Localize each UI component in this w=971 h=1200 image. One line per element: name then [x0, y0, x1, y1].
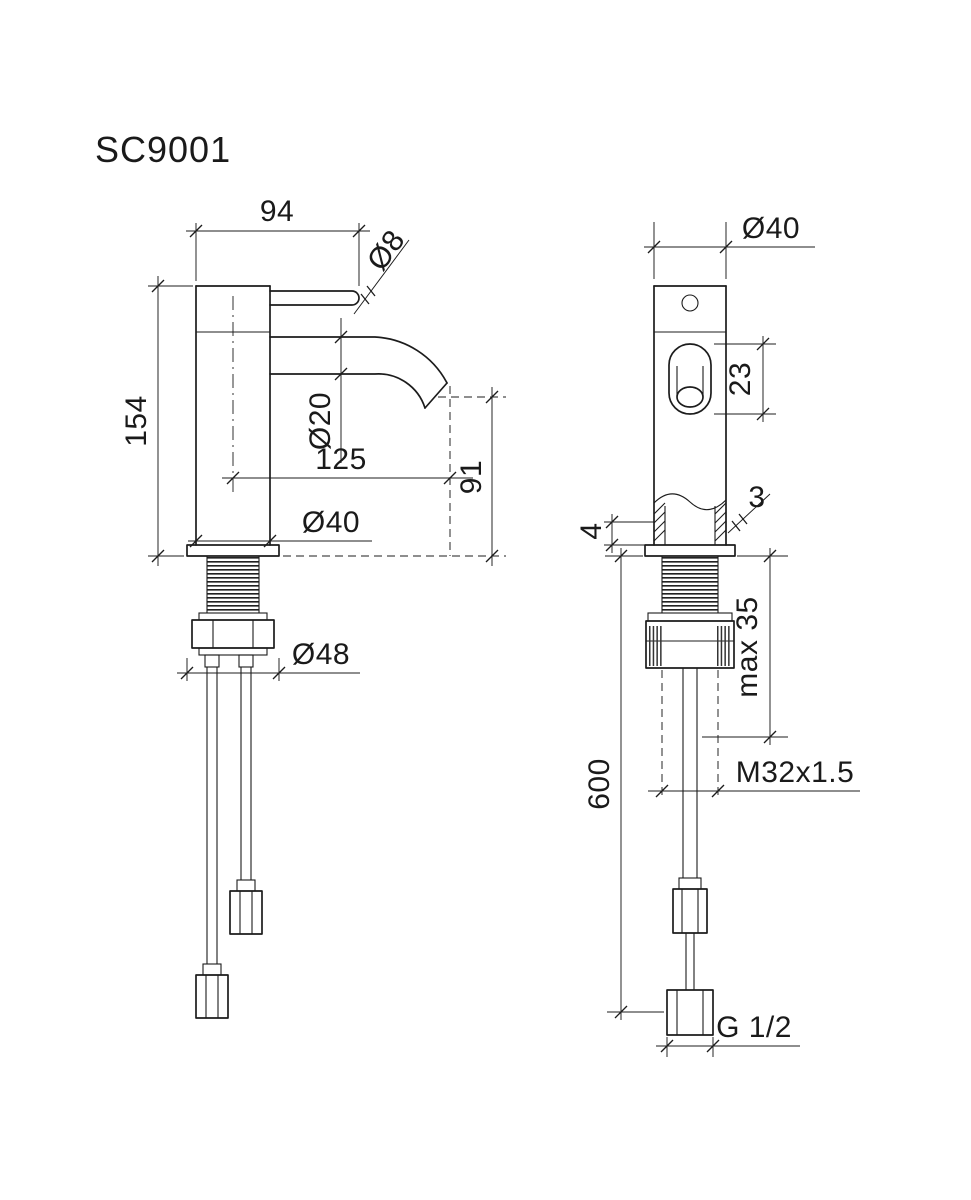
lever-pivot-hole [681, 294, 699, 312]
projection-lines [232, 296, 506, 557]
dim-91-label: 91 [455, 460, 488, 494]
dim-125-label: 125 [315, 443, 367, 476]
dim-lever-diameter: Ø8 [353, 224, 412, 315]
dim-m32-label: M32x1.5 [736, 756, 855, 789]
dim-4-label: 4 [575, 522, 608, 539]
dim-base-diameter: Ø48 [177, 638, 360, 681]
dim-body-height: 154 [120, 276, 193, 566]
dim-48-label: Ø48 [292, 638, 350, 671]
dim-spout-reach: 94 [186, 195, 370, 286]
dim-20-label: Ø20 [304, 392, 337, 450]
faucet-body-side [653, 285, 727, 546]
dim-spout-projection: 125 [222, 443, 473, 485]
dim-hose-connection: G 1/2 [656, 1011, 800, 1057]
dim-40-left-label: Ø40 [302, 506, 360, 539]
projection-lines-side [661, 670, 719, 797]
dim-23-label: 23 [724, 362, 757, 396]
dim-shank-thread: M32x1.5 [648, 756, 860, 798]
section-break [653, 493, 727, 545]
dim-body-diameter: Ø40 [188, 506, 372, 548]
lever-handle [269, 290, 360, 306]
dim-outlet-length: 23 [714, 336, 776, 422]
spout-outlet-front [668, 343, 712, 415]
dim-spout-tube-diameter: Ø20 [304, 318, 348, 463]
dim-154-label: 154 [120, 395, 153, 447]
dim-40-right-label: Ø40 [742, 212, 800, 245]
mounting-hardware [186, 544, 280, 668]
dim-3-label: 3 [748, 481, 765, 514]
supply-hoses [195, 667, 263, 1019]
drawing-title: SC9001 [95, 129, 231, 170]
dim-600-label: 600 [583, 758, 616, 810]
spout [269, 336, 448, 409]
faucet-body [195, 285, 271, 546]
dim-8-label: Ø8 [361, 224, 412, 277]
dim-max35-label: max 35 [731, 596, 764, 697]
dim-g12-label: G 1/2 [716, 1011, 792, 1044]
dim-body-diameter-side: Ø40 [644, 212, 815, 279]
dim-wall-thickness: 3 [727, 481, 771, 534]
left-view: 94 Ø8 154 Ø20 [120, 195, 506, 1019]
supply-hose-side [666, 668, 714, 1036]
dim-hose-length: 600 [583, 548, 664, 1020]
right-view: Ø40 23 4 3 [575, 212, 860, 1057]
dim-94-label: 94 [260, 195, 294, 228]
dim-deck-min: 4 [575, 514, 654, 553]
dim-max-deck-thickness: max 35 [702, 548, 788, 745]
dim-outlet-height: 91 [455, 387, 499, 566]
mounting-hardware-side [644, 544, 736, 669]
